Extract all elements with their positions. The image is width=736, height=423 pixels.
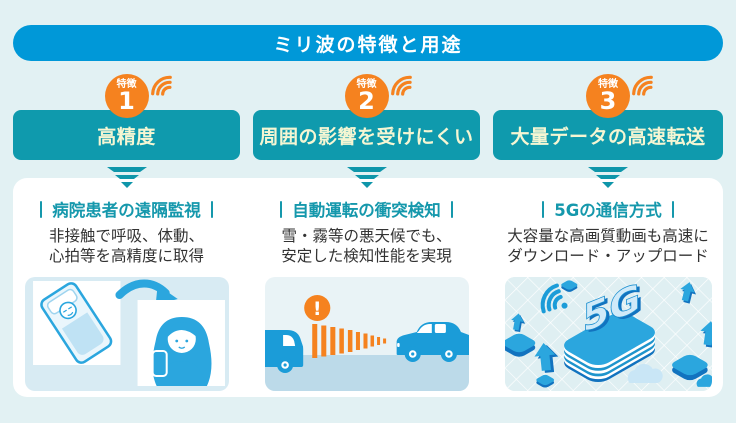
radio-wave-icon bbox=[632, 75, 653, 96]
use-case-title-3: 5Gの通信方式 bbox=[493, 197, 723, 221]
feature-header-1: 高精度 bbox=[13, 110, 240, 160]
title-divider bbox=[210, 200, 213, 218]
radio-wave-icon bbox=[150, 75, 172, 96]
feature-column-1: 特徴 1 高精度 病院患者の遠隔監視 非接触で呼吸、体動、 bbox=[13, 0, 240, 423]
title-divider bbox=[542, 200, 545, 218]
page-title: ミリ波の特徴と用途 bbox=[13, 25, 723, 61]
description-line: 雪・霧等の悪天候でも、 bbox=[281, 227, 452, 245]
description-1: 非接触で呼吸、体動、 心拍等を高精度に取得 bbox=[13, 226, 240, 266]
badge-number: 1 bbox=[118, 87, 135, 115]
use-case-text: 病院患者の遠隔監視 bbox=[52, 201, 201, 220]
feature-header-2: 周囲の影響を受けにくい bbox=[253, 110, 480, 160]
badge-number: 2 bbox=[358, 87, 375, 115]
feature-column-3: 特徴 3 大量データの高速転送 5Gの通信方式 大容量な高画 bbox=[493, 0, 723, 423]
use-case-text: 5Gの通信方式 bbox=[554, 201, 662, 220]
description-line: ダウンロード・アップロード bbox=[507, 247, 709, 265]
5g-graphic: 5G 5G bbox=[505, 277, 712, 391]
collision-detection-graphic: ! bbox=[265, 295, 469, 391]
use-case-text: 自動運転の衝突検知 bbox=[292, 201, 441, 220]
following-car-icon bbox=[396, 322, 469, 362]
description-2: 雪・霧等の悪天候でも、 安定した検知性能を実現 bbox=[253, 226, 480, 266]
wifi-icon bbox=[540, 283, 568, 314]
feature-header-text: 周囲の影響を受けにくい bbox=[259, 125, 474, 148]
feature-header-text: 高精度 bbox=[97, 125, 156, 148]
description-line: 安定した検知性能を実現 bbox=[281, 247, 452, 265]
use-case-title-2: 自動運転の衝突検知 bbox=[253, 197, 480, 221]
feature-header-text: 大量データの高速転送 bbox=[510, 125, 706, 148]
feature-badge-3: 特徴 3 bbox=[586, 74, 630, 118]
feature-header-3: 大量データの高速転送 bbox=[493, 110, 723, 160]
illustration-collision-detection: ! bbox=[265, 277, 469, 391]
illustration-hospital-monitoring bbox=[25, 277, 229, 391]
badge-label: 特徴 bbox=[116, 79, 137, 90]
radar-wave-bars bbox=[312, 324, 387, 358]
title-divider bbox=[280, 200, 283, 218]
alert-exclamation: ! bbox=[313, 298, 322, 320]
badge-label: 特徴 bbox=[356, 79, 377, 90]
title-divider bbox=[671, 200, 674, 218]
description-line: 非接触で呼吸、体動、 bbox=[48, 227, 204, 245]
illustration-5g-transfer: 5G 5G bbox=[505, 277, 712, 391]
chevron-down-icon bbox=[588, 167, 628, 188]
radio-wave-icon bbox=[390, 75, 412, 96]
alert-icon: ! bbox=[304, 295, 331, 321]
patient-in-bed-icon bbox=[40, 282, 113, 364]
use-case-title-1: 病院患者の遠隔監視 bbox=[13, 197, 240, 221]
title-divider bbox=[450, 200, 453, 218]
page-title-text: ミリ波の特徴と用途 bbox=[273, 33, 463, 56]
title-divider bbox=[40, 200, 43, 218]
feature-badge-1: 特徴 1 bbox=[104, 74, 149, 118]
feature-column-2: 特徴 2 周囲の影響を受けにくい 自動運転の衝突検知 雪・霧 bbox=[253, 0, 480, 423]
description-line: 大容量な高画質動画も高速に bbox=[507, 227, 709, 245]
hospital-monitoring-graphic bbox=[33, 279, 225, 386]
chevron-down-icon bbox=[346, 167, 387, 188]
badge-number: 3 bbox=[599, 87, 617, 115]
caregiver-with-phone-icon bbox=[151, 317, 212, 386]
description-line: 心拍等を高精度に取得 bbox=[48, 247, 204, 265]
description-3: 大容量な高画質動画も高速に ダウンロード・アップロード bbox=[493, 226, 723, 266]
feature-badge-2: 特徴 2 bbox=[344, 74, 389, 118]
lead-car-icon bbox=[265, 330, 304, 373]
badge-label: 特徴 bbox=[598, 79, 618, 90]
chevron-down-icon bbox=[106, 167, 147, 188]
